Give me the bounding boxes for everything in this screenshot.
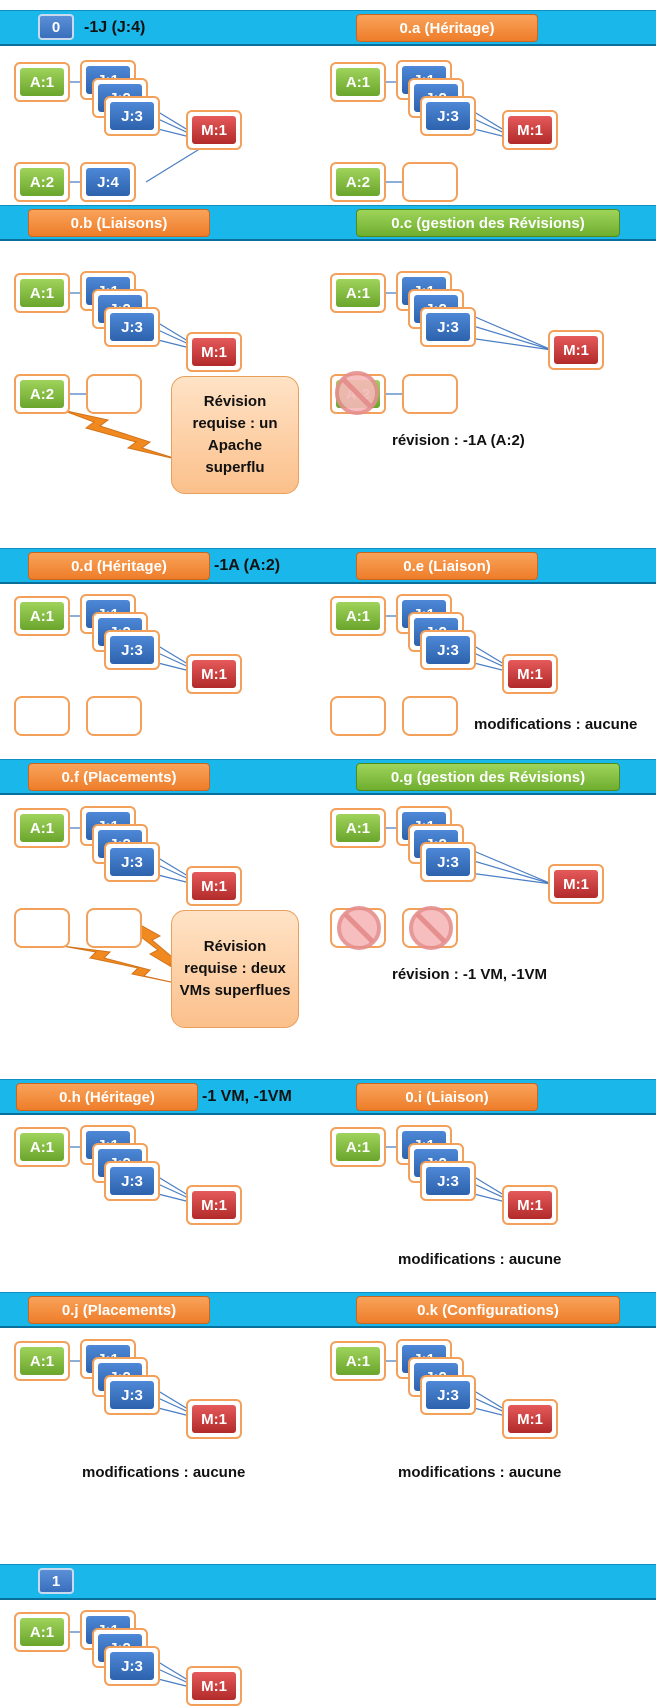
- step-0-text: -1J (J:4): [84, 19, 146, 36]
- node-m1: M:1: [186, 1666, 242, 1706]
- node-a1: A:1: [330, 62, 386, 102]
- node-a2: A:2: [14, 162, 70, 202]
- node-m1: M:1: [502, 1399, 558, 1439]
- section-band-0: [0, 10, 656, 46]
- empty-slot: [86, 374, 142, 414]
- node-a1: A:1: [330, 808, 386, 848]
- empty-slot: [330, 696, 386, 736]
- node-j4: J:4: [80, 162, 136, 202]
- empty-slot: [14, 696, 70, 736]
- step-0h-label: 0.h (Héritage): [16, 1083, 198, 1111]
- node-j3: J:3: [104, 630, 160, 670]
- empty-slot: [402, 696, 458, 736]
- node-m1: M:1: [186, 332, 242, 372]
- modifications-note: modifications : aucune: [398, 1251, 562, 1268]
- node-a1: A:1: [14, 596, 70, 636]
- node-m1: M:1: [502, 1185, 558, 1225]
- node-a2: A:2: [330, 162, 386, 202]
- node-j3: J:3: [420, 842, 476, 882]
- revision-callout: Révision requise : deux VMs superflues: [171, 910, 299, 1028]
- node-j3: J:3: [104, 1161, 160, 1201]
- modifications-note: modifications : aucune: [398, 1464, 562, 1481]
- step-0k-label: 0.k (Configurations): [356, 1296, 620, 1324]
- step-0a-label: 0.a (Héritage): [356, 14, 538, 42]
- node-a1: A:1: [14, 808, 70, 848]
- empty-slot: [14, 908, 70, 948]
- empty-slot: [402, 374, 458, 414]
- node-j3: J:3: [104, 1375, 160, 1415]
- step-0j-label: 0.j (Placements): [28, 1296, 210, 1324]
- node-a1: A:1: [14, 273, 70, 313]
- lightning-bolt-icon: [61, 409, 181, 461]
- node-a1: A:1: [14, 1612, 70, 1652]
- node-m1: M:1: [186, 110, 242, 150]
- prohibited-icon: [337, 906, 381, 950]
- node-m1: M:1: [186, 654, 242, 694]
- node-a1: A:1: [330, 596, 386, 636]
- node-m1: M:1: [186, 1185, 242, 1225]
- prohibited-icon: [409, 906, 453, 950]
- node-a1: A:1: [330, 273, 386, 313]
- node-j3: J:3: [104, 307, 160, 347]
- step-0e-label: 0.e (Liaison): [356, 552, 538, 580]
- step-0c-label: 0.c (gestion des Révisions): [356, 209, 620, 237]
- node-j3: J:3: [420, 307, 476, 347]
- empty-slot: [402, 162, 458, 202]
- node-a2: A:2: [14, 374, 70, 414]
- modifications-note: modifications : aucune: [82, 1464, 246, 1481]
- modifications-note: modifications : aucune: [474, 716, 638, 733]
- node-m1: M:1: [548, 864, 604, 904]
- revision-note: révision : -1 VM, -1VM: [392, 966, 548, 983]
- node-j3: J:3: [420, 1161, 476, 1201]
- node-m1: M:1: [548, 330, 604, 370]
- revision-note: révision : -1A (A:2): [392, 432, 525, 449]
- empty-slot: [86, 908, 142, 948]
- prohibited-icon: [335, 371, 379, 415]
- section-band-1: [0, 1564, 656, 1600]
- step-0d-text: -1A (A:2): [214, 557, 281, 574]
- step-0g-label: 0.g (gestion des Révisions): [356, 763, 620, 791]
- node-a1: A:1: [14, 1127, 70, 1167]
- node-a1: A:1: [14, 1341, 70, 1381]
- node-j3: J:3: [420, 1375, 476, 1415]
- step-0d-label: 0.d (Héritage): [28, 552, 210, 580]
- step-number-1: 1: [38, 1568, 74, 1594]
- step-0f-label: 0.f (Placements): [28, 763, 210, 791]
- node-a1: A:1: [14, 62, 70, 102]
- step-0i-label: 0.i (Liaison): [356, 1083, 538, 1111]
- node-a1: A:1: [330, 1341, 386, 1381]
- node-j3: J:3: [420, 96, 476, 136]
- node-m1: M:1: [502, 110, 558, 150]
- node-a1: A:1: [330, 1127, 386, 1167]
- node-j3: J:3: [104, 1646, 160, 1686]
- node-m1: M:1: [186, 1399, 242, 1439]
- step-number-0: 0: [38, 14, 74, 40]
- node-m1: M:1: [502, 654, 558, 694]
- step-0b-label: 0.b (Liaisons): [28, 209, 210, 237]
- node-j3: J:3: [104, 96, 160, 136]
- node-j3: J:3: [420, 630, 476, 670]
- node-j3: J:3: [104, 842, 160, 882]
- empty-slot: [86, 696, 142, 736]
- node-m1: M:1: [186, 866, 242, 906]
- step-0h-text: -1 VM, -1VM: [202, 1088, 292, 1105]
- revision-callout: Révision requise : un Apache superflu: [171, 376, 299, 494]
